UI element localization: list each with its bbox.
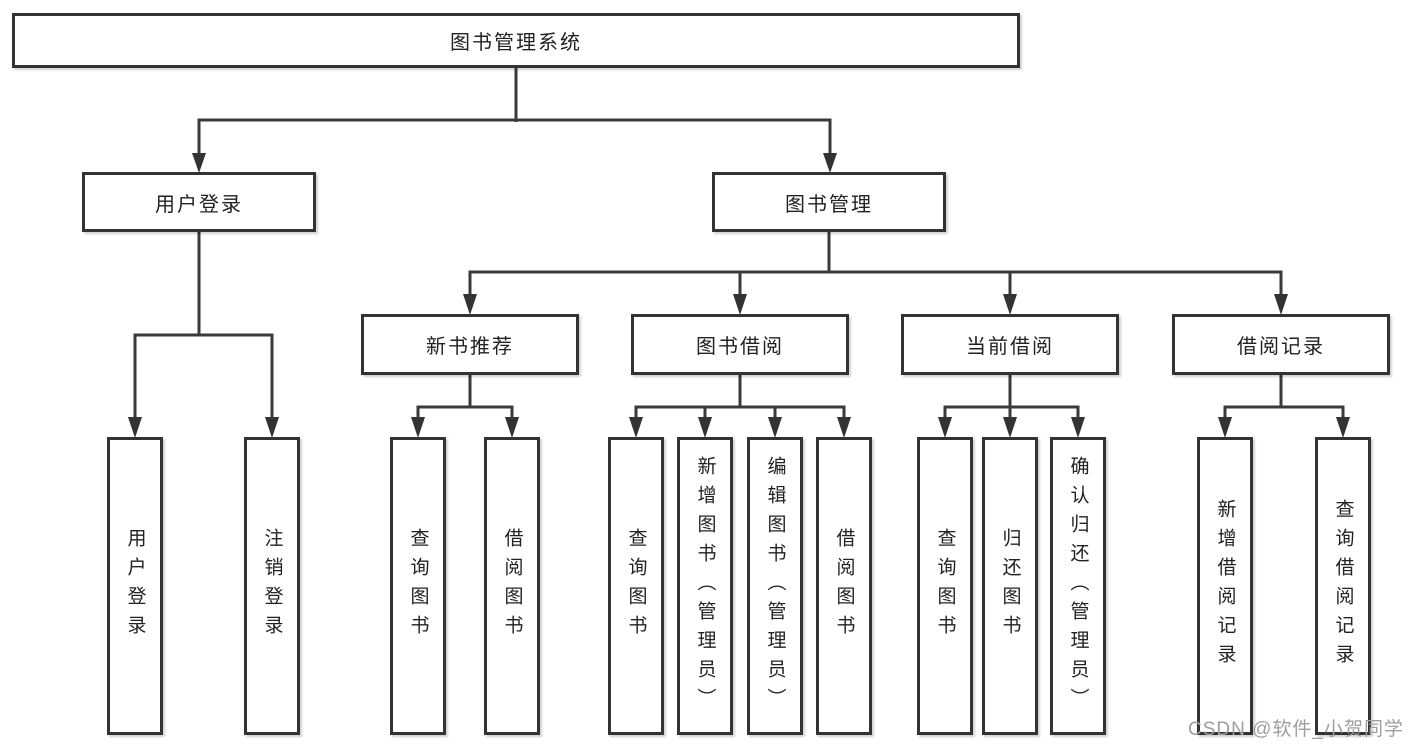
node-leaf-user-login-label: 用户登录	[124, 528, 146, 644]
node-leaf-borrow-book-borrow: 借阅图书	[816, 437, 872, 735]
connector-new-book-rec	[416, 374, 514, 421]
node-leaf-query-book-newrec-label: 查询图书	[407, 528, 429, 644]
node-current-borrow: 当前借阅	[901, 314, 1119, 375]
node-leaf-query-book-borrow-label: 查询图书	[625, 528, 647, 644]
node-leaf-logout: 注销登录	[244, 437, 300, 735]
node-leaf-query-book-newrec: 查询图书	[390, 437, 446, 735]
node-leaf-confirm-return-label: 确认归还（管理员）	[1067, 455, 1089, 717]
node-borrow-records: 借阅记录	[1172, 314, 1390, 375]
node-leaf-add-book: 新增图书（管理员）	[677, 437, 733, 735]
node-leaf-query-borrow-record-label: 查询借阅记录	[1332, 499, 1354, 673]
node-new-book-rec: 新书推荐	[361, 314, 579, 375]
watermark: CSDN @软件_小贺同学	[1188, 719, 1404, 740]
node-leaf-return-book-label: 归还图书	[999, 528, 1021, 644]
node-leaf-confirm-return: 确认归还（管理员）	[1050, 437, 1106, 735]
connector-book-mgmt	[468, 232, 1283, 297]
node-leaf-query-book-current-label: 查询图书	[934, 528, 956, 644]
node-leaf-add-book-label: 新增图书（管理员）	[694, 455, 716, 717]
node-root: 图书管理系统	[12, 13, 1020, 68]
node-leaf-logout-label: 注销登录	[261, 528, 283, 644]
node-leaf-borrow-book-newrec: 借阅图书	[484, 437, 540, 735]
node-current-borrow-label: 当前借阅	[966, 336, 1054, 358]
node-leaf-query-book-borrow: 查询图书	[608, 437, 664, 735]
connector-user-login	[133, 232, 274, 420]
node-leaf-borrow-book-borrow-label: 借阅图书	[833, 528, 855, 644]
node-book-mgmt-label: 图书管理	[785, 193, 873, 216]
arrowheads	[128, 153, 1350, 438]
node-leaf-query-book-current: 查询图书	[917, 437, 973, 735]
connector-book-borrow	[634, 374, 846, 421]
node-leaf-add-borrow-record-label: 新增借阅记录	[1214, 499, 1236, 673]
node-book-borrow: 图书借阅	[631, 314, 849, 375]
node-user-login: 用户登录	[82, 172, 316, 232]
connector-borrow-records	[1223, 374, 1345, 421]
node-user-login-label: 用户登录	[155, 193, 243, 216]
node-book-mgmt: 图书管理	[712, 172, 946, 232]
node-new-book-rec-label: 新书推荐	[426, 336, 514, 358]
node-book-borrow-label: 图书借阅	[696, 336, 784, 358]
node-leaf-query-borrow-record: 查询借阅记录	[1315, 437, 1371, 735]
node-leaf-user-login: 用户登录	[107, 437, 163, 735]
node-root-label: 图书管理系统	[450, 32, 582, 54]
node-borrow-records-label: 借阅记录	[1237, 336, 1325, 358]
connector-root	[197, 68, 832, 156]
node-leaf-add-borrow-record: 新增借阅记录	[1197, 437, 1253, 735]
node-leaf-return-book: 归还图书	[982, 437, 1038, 735]
node-leaf-borrow-book-newrec-label: 借阅图书	[501, 528, 523, 644]
node-leaf-edit-book: 编辑图书（管理员）	[747, 437, 803, 735]
node-leaf-edit-book-label: 编辑图书（管理员）	[764, 455, 786, 717]
connector-current-borrow	[943, 374, 1080, 421]
